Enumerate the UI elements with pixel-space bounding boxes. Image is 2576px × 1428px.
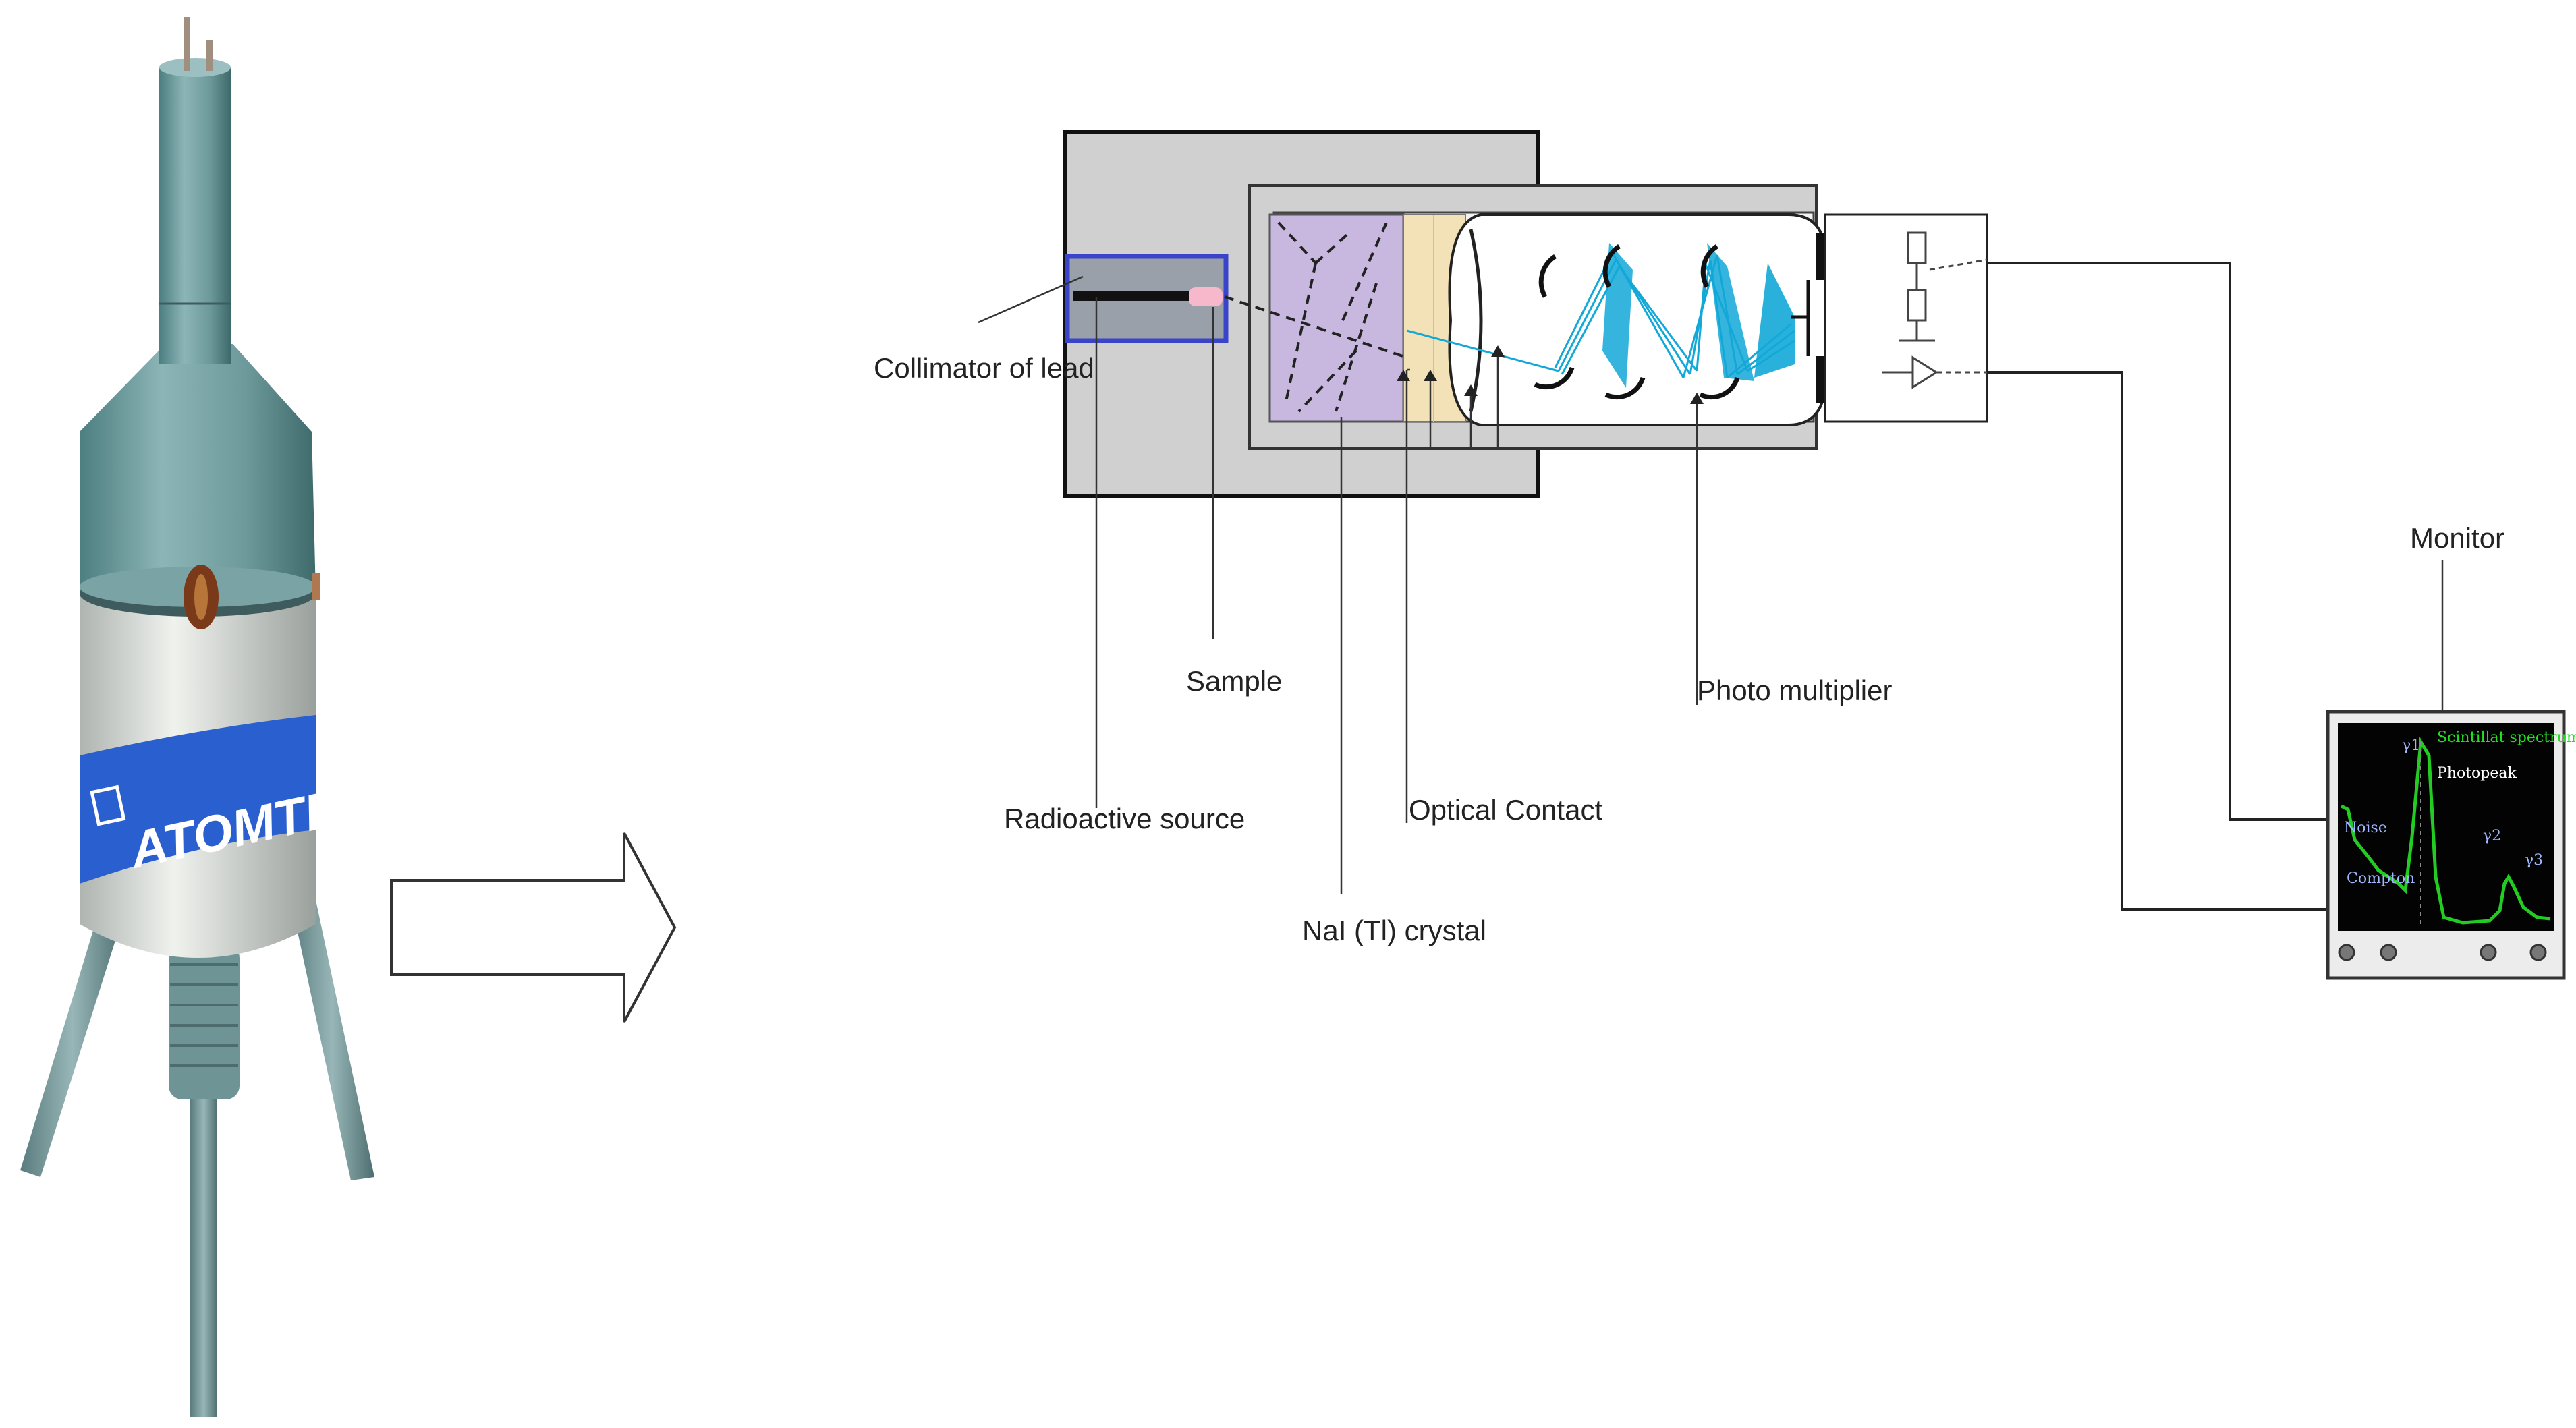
source-rod <box>1073 291 1191 301</box>
side-knob-highlight <box>194 574 208 620</box>
resistor-network <box>1882 231 1988 389</box>
top-pin-2 <box>206 40 213 71</box>
label-monitor: Monitor <box>2410 522 2504 554</box>
screen-noise: Noise <box>2344 820 2387 836</box>
screen-gamma2: γ2 <box>2483 828 2501 845</box>
screen-gamma3: γ3 <box>2525 852 2543 869</box>
spectrum-trace <box>2340 737 2551 925</box>
tripod-leg-right <box>290 890 374 1180</box>
label-optical-contact: Optical Contact <box>1409 794 1602 826</box>
tripod-leg-left <box>20 904 125 1177</box>
screen-photopeak: Photopeak <box>2437 765 2517 782</box>
label-radioactive-source: Radioactive source <box>1004 803 1245 834</box>
photon-fan-1 <box>1602 243 1633 388</box>
right-knob <box>312 573 320 600</box>
neck-top <box>159 58 231 77</box>
label-collimator: Collimator of lead <box>874 352 1094 384</box>
photon-fan-2 <box>1707 243 1754 381</box>
spring-coils <box>170 963 238 1067</box>
dynodes <box>1534 244 1740 400</box>
upper-cone <box>80 344 316 594</box>
brand-band <box>80 715 316 884</box>
detector-device-illustration: ATOMTEX <box>20 17 381 1417</box>
cable-lower <box>1987 371 2331 911</box>
leader-arrowheads <box>1397 345 1704 404</box>
label-photomultiplier: Photo multiplier <box>1697 675 1892 706</box>
monitor-knobs <box>2338 944 2547 961</box>
cable-upper <box>1987 262 2331 821</box>
screen-compton: Compton <box>2347 870 2415 887</box>
neck-tube <box>159 67 231 364</box>
leader-lines <box>978 275 2444 894</box>
label-crystal: NaI (Tl) crystal <box>1302 915 1486 946</box>
sample-pellet <box>1189 287 1223 306</box>
photocathode <box>1469 229 1483 412</box>
center-spring <box>169 944 240 1099</box>
brand-logo-box <box>90 784 126 826</box>
photon-fan-3 <box>1754 263 1795 378</box>
top-pin-1 <box>184 17 190 71</box>
electronics-box <box>1824 213 1988 423</box>
flow-arrow <box>390 832 677 1023</box>
screen-title: Scintillat spectrum <box>2437 729 2576 746</box>
label-sample: Sample <box>1186 665 1282 697</box>
screen-gamma1: γ1 <box>2402 737 2420 754</box>
gamma-tracks <box>1224 221 1407 413</box>
